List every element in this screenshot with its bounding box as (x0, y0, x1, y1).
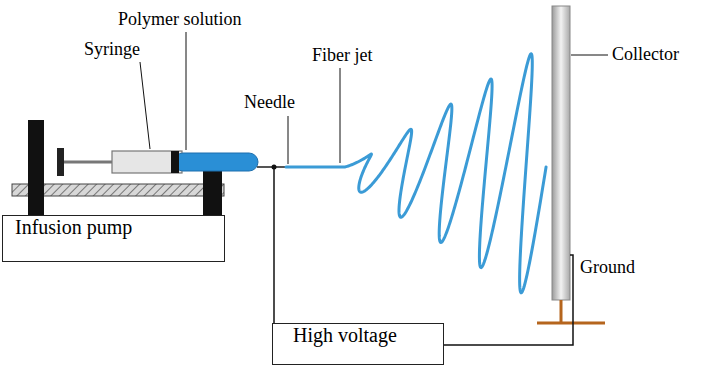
wire (273, 169, 275, 323)
part-label: Collector (612, 45, 679, 65)
syringe-barrel (112, 151, 182, 173)
box-text: High voltage (293, 324, 397, 347)
pump-block (28, 120, 44, 215)
leader-line (571, 55, 608, 56)
leader-line (186, 32, 187, 150)
part-label: Fiber jet (312, 46, 373, 66)
part-label: Syringe (84, 40, 140, 60)
part-label: Polymer solution (118, 10, 242, 30)
plunger-rod (60, 161, 118, 164)
fiber-jet (286, 54, 546, 293)
syringe-piston (171, 151, 179, 173)
ground-bar (537, 322, 605, 325)
pump-box: Infusion pump (2, 215, 225, 262)
plunger-head (57, 148, 64, 176)
ground-post (560, 300, 563, 323)
leader-line (340, 68, 341, 163)
part-label: Needle (244, 93, 295, 113)
wire (444, 255, 573, 345)
needle-contact (272, 165, 277, 170)
leader-line (140, 62, 150, 149)
collector-plate (552, 6, 570, 300)
needle (257, 166, 285, 168)
box-text: Infusion pump (15, 216, 132, 239)
part-label: Ground (580, 258, 635, 278)
leader-line (288, 116, 289, 164)
polymer-solution (174, 153, 258, 171)
power-supply-box: High voltage (272, 323, 444, 365)
